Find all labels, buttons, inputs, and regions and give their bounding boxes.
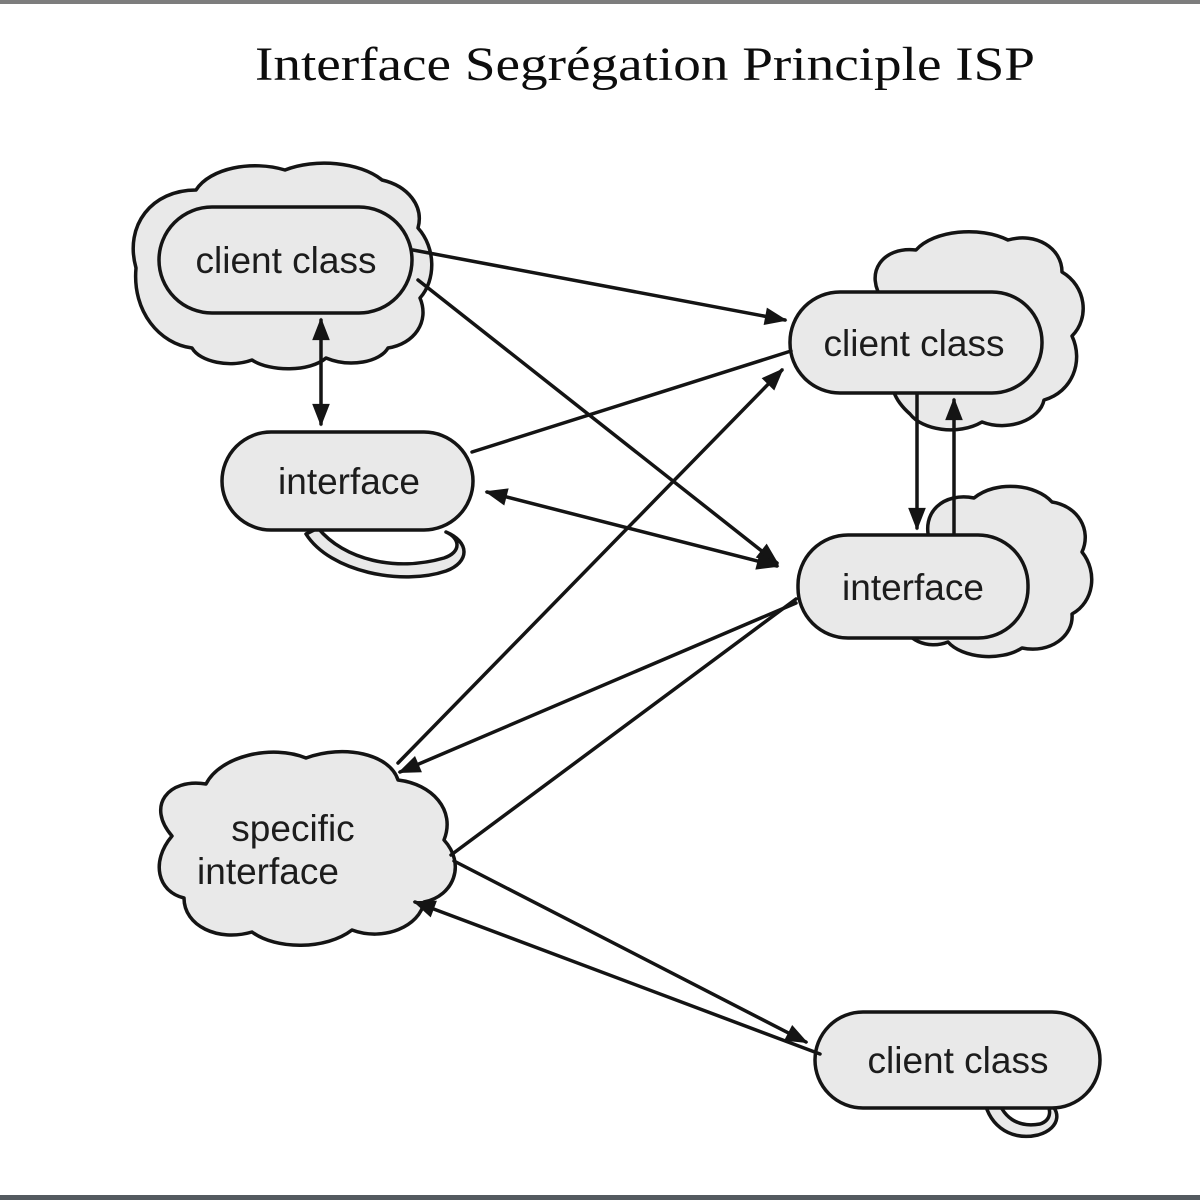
top-border-strip (0, 0, 1200, 4)
edge-interface1-to-client2-line (470, 349, 793, 454)
edge-interface1-interface2-double (484, 488, 780, 570)
cloud-shape (157, 749, 457, 947)
edge-specific-to-client3 (452, 859, 809, 1044)
edge-specific-to-client2 (396, 368, 784, 765)
bubble-shape (813, 1010, 1102, 1110)
page-title: Interface Segrégation Principle ISP (255, 38, 1035, 91)
edge-interface2-to-specific (397, 601, 798, 774)
bottom-border-strip (0, 1195, 1200, 1200)
edges (312, 248, 963, 1056)
node-interface-left: interface (220, 430, 475, 579)
node-interface-right: interface (796, 484, 1094, 659)
node-label-line1: specific (231, 808, 354, 849)
node-label-line2: interface (197, 851, 339, 892)
edge-client1-to-client2 (411, 248, 788, 325)
stadium-shape (157, 205, 414, 315)
node-specific-interface: specific interface (157, 749, 457, 947)
edge-specific-to-interface2-line (449, 597, 798, 857)
speech-tail (304, 526, 466, 579)
node-client-class-top-left: client class (131, 161, 434, 371)
node-client-class-top-right: client class (788, 230, 1085, 432)
bubble-shape (220, 430, 475, 532)
node-client-class-bottom-right: client class (813, 1010, 1102, 1139)
stadium-shape (796, 533, 1030, 640)
node-label: client class (196, 240, 377, 281)
node-label: client class (824, 323, 1005, 364)
node-label: interface (278, 461, 420, 502)
node-label: client class (868, 1040, 1049, 1081)
node-label: interface (842, 567, 984, 608)
edge-client3-to-specific (412, 900, 822, 1056)
